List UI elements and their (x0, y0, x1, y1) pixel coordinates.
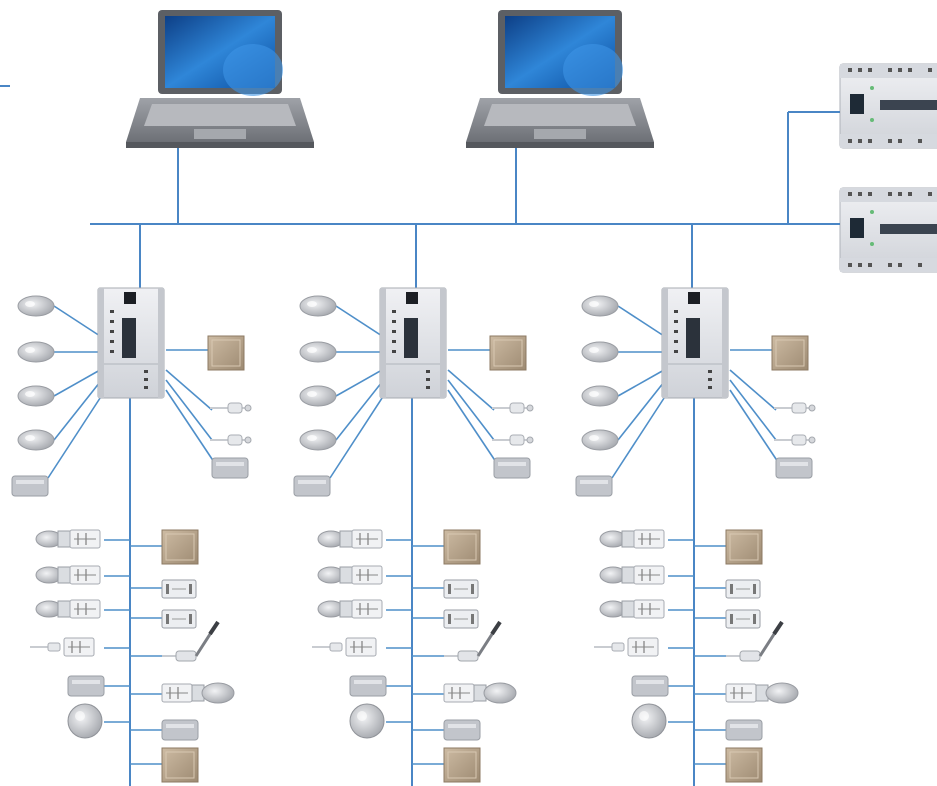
relay-module-icon (599, 529, 665, 549)
reader-box-icon (211, 457, 249, 479)
reader-box-icon (11, 475, 49, 497)
relay-module-icon (593, 637, 659, 657)
relay-module-icon (161, 579, 197, 599)
probe-sensor-icon (209, 434, 252, 446)
wall-panel-icon (161, 747, 199, 783)
sensor-head-icon (17, 429, 55, 451)
sensor-head-icon (17, 295, 55, 317)
wall-panel-icon (207, 335, 245, 371)
probe-sensor-icon (773, 434, 816, 446)
relay-module-icon (29, 637, 95, 657)
relay-module-icon (35, 599, 101, 619)
relay-module-icon (35, 565, 101, 585)
reader-box-icon (443, 719, 481, 741)
sensor-head-icon (581, 429, 619, 451)
wall-panel-icon (443, 747, 481, 783)
relay-module-icon (599, 599, 665, 619)
relay-module-icon (599, 565, 665, 585)
relay-module-icon (443, 609, 479, 629)
relay-module-icon (161, 609, 197, 629)
round-detector-icon (67, 703, 103, 739)
round-detector-icon (349, 703, 385, 739)
workstation-1 (126, 10, 314, 148)
controller-unit-icon (661, 287, 729, 399)
sensor-head-icon (299, 385, 337, 407)
sensor-head-icon (299, 295, 337, 317)
sensor-head-icon (581, 341, 619, 363)
controller-group-1 (11, 287, 252, 786)
relay-module-icon (311, 637, 377, 657)
wall-panel-icon (161, 529, 199, 565)
reader-box-icon (631, 675, 669, 697)
wall-panel-icon (489, 335, 527, 371)
workstation-2 (466, 10, 654, 148)
reader-box-icon (67, 675, 105, 697)
wall-panel-icon (725, 747, 763, 783)
reader-box-icon (725, 719, 763, 741)
reader-box-icon (161, 719, 199, 741)
sensor-head-icon (581, 385, 619, 407)
wall-panel-icon (771, 335, 809, 371)
reader-box-icon (293, 475, 331, 497)
relay-module-icon (317, 599, 383, 619)
controller-group-3 (575, 287, 816, 786)
probe-sensor-icon (491, 434, 534, 446)
sensor-head-icon (17, 341, 55, 363)
reader-box-icon (349, 675, 387, 697)
relay-module-icon (317, 529, 383, 549)
reader-box-icon (575, 475, 613, 497)
probe-sensor-icon (209, 402, 252, 414)
relay-module-icon (725, 682, 799, 704)
laptop-icon (466, 10, 654, 148)
probe-sensor-icon (773, 402, 816, 414)
probe-sensor-icon (491, 402, 534, 414)
din-rail-module-icon (839, 187, 937, 273)
laptop-icon (126, 10, 314, 148)
relay-module-icon (317, 565, 383, 585)
relay-module-icon (725, 579, 761, 599)
wall-panel-icon (725, 529, 763, 565)
wall-panel-icon (443, 529, 481, 565)
relay-module-icon (161, 682, 235, 704)
din-rail-module-icon (839, 63, 937, 149)
relay-module-icon (443, 682, 517, 704)
reader-box-icon (493, 457, 531, 479)
relay-module-icon (35, 529, 101, 549)
sensor-head-icon (17, 385, 55, 407)
sensor-head-icon (581, 295, 619, 317)
controller-unit-icon (97, 287, 165, 399)
main-bus (90, 111, 840, 292)
sensor-head-icon (299, 341, 337, 363)
relay-module-icon (725, 609, 761, 629)
relay-module-icon (443, 579, 479, 599)
controller-unit-icon (379, 287, 447, 399)
controller-group-2 (293, 287, 534, 786)
sensor-head-icon (299, 429, 337, 451)
round-detector-icon (631, 703, 667, 739)
reader-box-icon (775, 457, 813, 479)
